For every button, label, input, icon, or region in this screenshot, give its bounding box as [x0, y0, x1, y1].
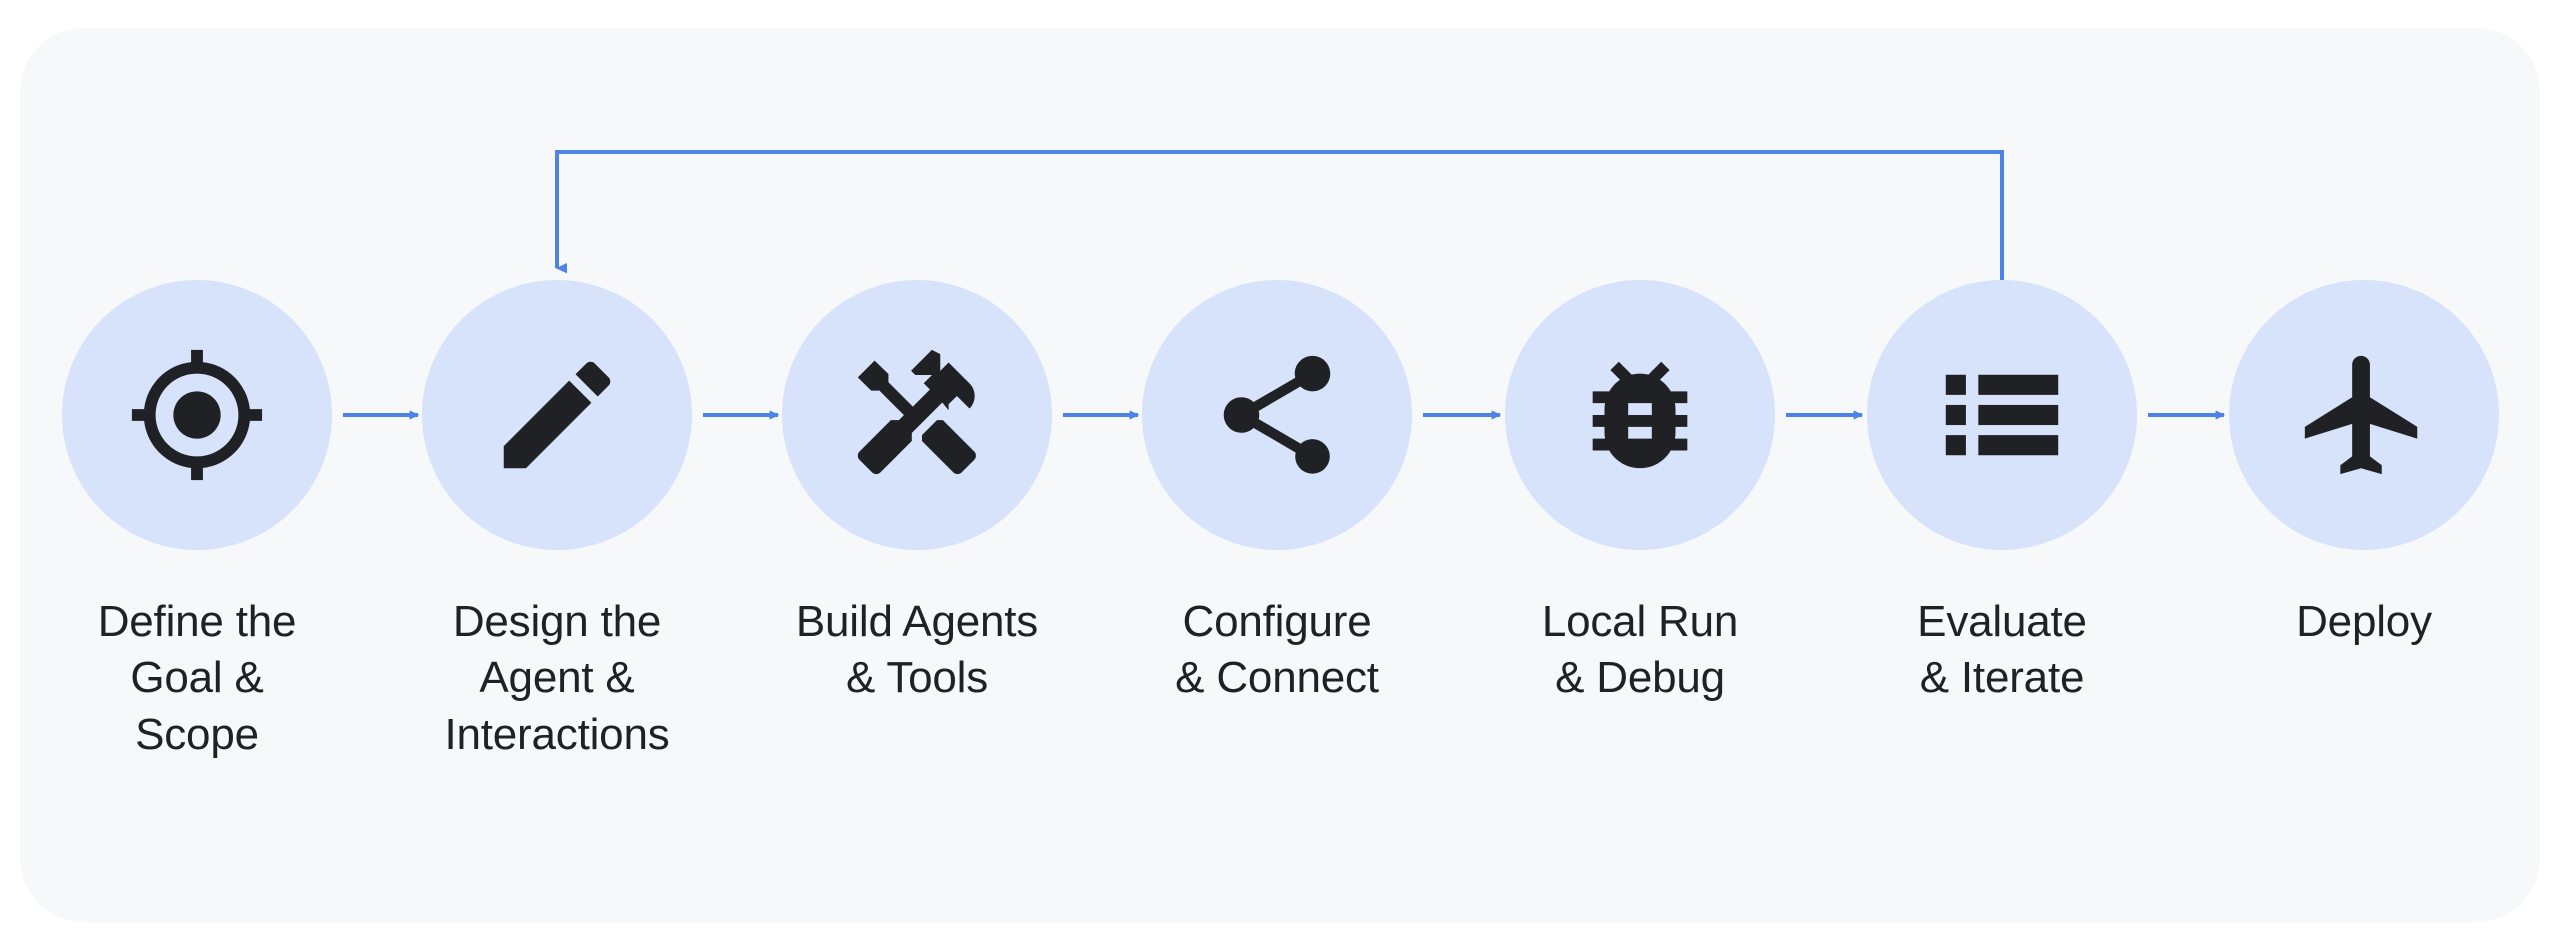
lifecycle-step-define-goal-scope[interactable]: Define the Goal & Scope: [61, 280, 333, 763]
airplane-flight-icon: [2304, 355, 2418, 475]
share-nodes-icon: [1223, 355, 1331, 474]
step-icon-circle[interactable]: [422, 280, 692, 550]
hammer-wrench-icon: [857, 349, 976, 475]
lifecycle-step-configure-connect[interactable]: Configure & Connect: [1141, 280, 1413, 707]
step-label: Define the Goal & Scope: [97, 597, 297, 759]
step-icon-circle[interactable]: [1505, 280, 1775, 550]
list-checklist-icon: [1945, 374, 2059, 456]
step-label: Deploy: [2296, 597, 2432, 646]
lifecycle-step-build-agents-tools[interactable]: Build Agents & Tools: [781, 280, 1053, 707]
step-label: Local Run & Debug: [1541, 597, 1739, 703]
step-icon-circle[interactable]: [1142, 280, 1412, 550]
lifecycle-step-local-run-debug[interactable]: Local Run & Debug: [1504, 280, 1776, 707]
step-label: Design the Agent & Interactions: [444, 597, 670, 759]
step-label: Build Agents & Tools: [795, 597, 1039, 703]
lifecycle-step-design-agent-interactions[interactable]: Design the Agent & Interactions: [421, 280, 693, 763]
pencil-edit-icon: [503, 361, 611, 469]
lifecycle-step-evaluate-iterate[interactable]: Evaluate & Iterate: [1866, 280, 2138, 707]
target-crosshair-icon: [131, 349, 263, 481]
bug-icon: [1592, 361, 1688, 469]
step-label: Configure & Connect: [1175, 597, 1379, 703]
step-icon-circle[interactable]: [782, 280, 1052, 550]
step-icon-circle[interactable]: [62, 280, 332, 550]
step-label: Evaluate & Iterate: [1917, 597, 2087, 703]
step-icon-circle[interactable]: [1867, 280, 2137, 550]
step-icon-circle[interactable]: [2229, 280, 2499, 550]
lifecycle-step-deploy[interactable]: Deploy: [2228, 280, 2500, 650]
